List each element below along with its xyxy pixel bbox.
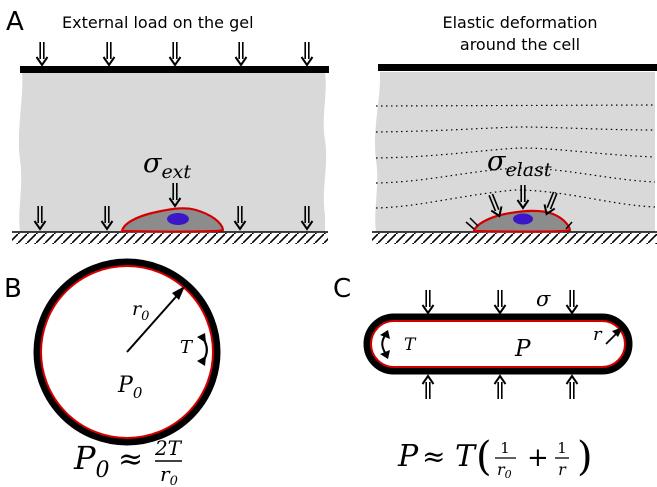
panel-a-right-caption-line1: Elastic deformation <box>442 13 597 32</box>
panel-b: B r0 T P0 P0 ≈ 2T <box>4 258 221 487</box>
gel-block-left <box>18 72 327 232</box>
radius-label-c: r <box>593 324 603 345</box>
load-arrow-top-2 <box>102 41 116 66</box>
laplace-formula-b: P0 ≈ 2T r0 <box>73 436 183 487</box>
radius-label-b: r0 <box>132 298 149 324</box>
panel-a: A External load on the gel <box>6 7 657 244</box>
pressure-label-b: P0 <box>117 373 143 402</box>
cell-left <box>120 207 225 233</box>
stress-arrow-bottom-3 <box>565 375 579 400</box>
flattened-cell-outline <box>363 313 633 375</box>
sigma-elast-label: σelast <box>487 146 552 181</box>
load-arrow-top-3 <box>168 41 182 66</box>
svg-text:P: P <box>397 439 419 474</box>
svg-text:r0: r0 <box>160 462 178 487</box>
svg-text:1: 1 <box>557 439 567 457</box>
svg-text:r0: r0 <box>497 460 512 481</box>
svg-text:(: ( <box>476 434 492 480</box>
panel-b-letter: B <box>4 274 22 304</box>
svg-text:r: r <box>558 460 567 479</box>
svg-text:1: 1 <box>500 439 510 457</box>
nucleus-right <box>513 213 533 225</box>
svg-text:P0: P0 <box>73 439 110 483</box>
nucleus-left <box>167 213 189 225</box>
flattened-cell-membrane <box>370 320 626 368</box>
gel-block-right <box>374 72 655 232</box>
spherical-cell-membrane <box>40 265 214 439</box>
panel-a-letter: A <box>6 7 24 37</box>
tension-arrow-c <box>380 330 390 359</box>
tension-label-b: T <box>180 337 194 358</box>
panel-c: C σ r T P P ≈ T ( 1 <box>333 274 633 481</box>
load-arrow-top-4 <box>234 41 248 66</box>
radius-arrow-c <box>605 327 623 345</box>
panel-a-left: External load on the gel σext <box>12 13 329 244</box>
tension-label-c: T <box>404 335 417 355</box>
load-arrow-top-1 <box>35 41 49 66</box>
panel-a-left-caption: External load on the gel <box>62 13 254 32</box>
laplace-formula-c: P ≈ T ( 1 r0 + 1 r ) <box>397 434 593 481</box>
sigma-ext-label: σext <box>143 148 191 183</box>
substrate-right <box>372 233 657 244</box>
svg-text:T: T <box>455 439 477 474</box>
radius-arrow <box>126 286 185 353</box>
load-arrow-top-5 <box>300 41 314 66</box>
pressure-label-c: P <box>514 336 531 362</box>
stress-arrow-top-2 <box>493 289 507 314</box>
svg-text:+: + <box>527 443 549 473</box>
svg-text:≈: ≈ <box>118 442 143 477</box>
stress-arrow-bottom-1 <box>421 375 435 400</box>
stress-arrow-bottom-2 <box>493 375 507 400</box>
stress-arrow-top-3 <box>565 289 579 314</box>
edge-tick-right <box>565 221 573 230</box>
panel-a-right-caption-line2: around the cell <box>460 35 580 54</box>
substrate-left <box>12 233 328 244</box>
panel-c-letter: C <box>333 274 351 304</box>
tension-arrow-b <box>197 333 208 366</box>
stress-arrow-top-1 <box>421 289 435 314</box>
top-plate-left <box>20 66 329 73</box>
deformation-lines <box>375 104 656 209</box>
edge-tick-left <box>465 217 479 230</box>
svg-text:): ) <box>577 434 593 480</box>
svg-text:2T: 2T <box>154 436 183 460</box>
panel-a-right: Elastic deformation around the cell <box>372 13 657 244</box>
svg-text:≈: ≈ <box>422 440 445 473</box>
stress-label-c: σ <box>536 287 551 311</box>
top-plate-right <box>378 64 657 71</box>
